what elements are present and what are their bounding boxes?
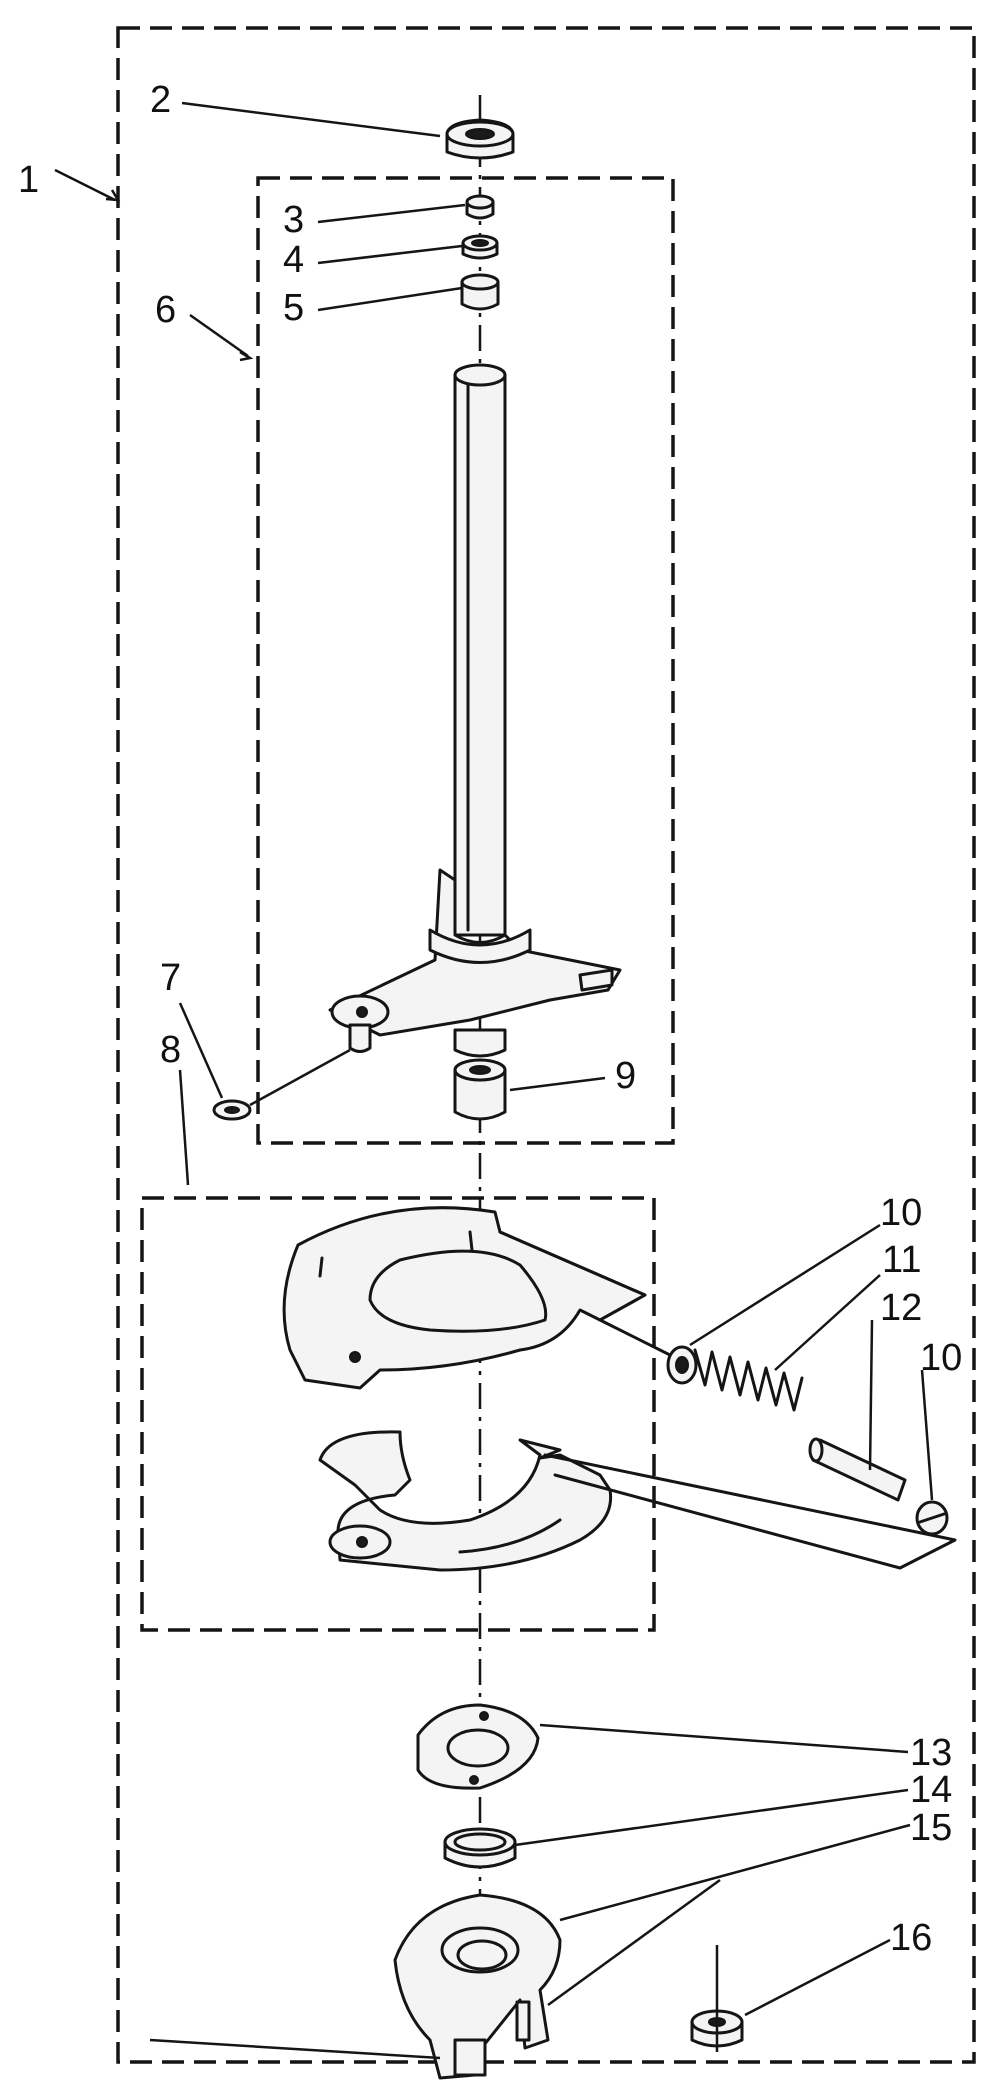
part-12-pin	[808, 1437, 907, 1502]
part-15-hub	[393, 1893, 562, 2080]
part-7-ring	[212, 1048, 351, 1121]
assembly-1-boundary	[116, 26, 976, 2064]
label-11: 11	[882, 1239, 921, 1281]
part-9-bearing	[453, 1058, 507, 1121]
callout-labels: 1 2 3 4 5 6 7 8 9 10 11 12 10 13 14 15 1…	[18, 79, 962, 1959]
subassembly-6-boundary	[256, 176, 675, 1145]
part-5-bushing	[460, 273, 500, 311]
label-13: 13	[910, 1732, 952, 1774]
label-5: 5	[283, 287, 304, 329]
label-4: 4	[283, 239, 304, 281]
label-2: 2	[150, 79, 171, 121]
part-8-brake-shoe-lower	[318, 1430, 957, 1572]
label-14: 14	[910, 1769, 952, 1811]
label-3: 3	[283, 199, 304, 241]
part-3-washer	[465, 194, 495, 220]
part-4-washer	[461, 234, 499, 260]
shoe-spring-leader	[498, 1230, 682, 1362]
part-8-brake-shoe-upper	[282, 1206, 647, 1390]
label-7: 7	[160, 957, 181, 999]
label-16: 16	[890, 1917, 932, 1959]
label-6: 6	[155, 289, 176, 331]
part-2-seal	[445, 118, 515, 160]
label-1: 1	[18, 159, 39, 201]
part-10-washer-right	[915, 1500, 949, 1536]
part-16-nut	[690, 1945, 744, 2052]
label-15: 15	[910, 1807, 952, 1849]
part-10-washer-left	[666, 1345, 698, 1385]
part-13-plate	[416, 1703, 540, 1790]
subassembly-8-boundary	[140, 1196, 656, 1632]
part-6-tube-assembly	[328, 363, 622, 1058]
label-10-upper: 10	[880, 1192, 922, 1234]
label-10-lower: 10	[920, 1337, 962, 1379]
part-11-spring	[693, 1348, 804, 1412]
part-14-ring	[443, 1827, 517, 1869]
label-8: 8	[160, 1029, 181, 1071]
label-12: 12	[880, 1287, 922, 1329]
leader-lines	[54, 101, 934, 2060]
label-9: 9	[615, 1055, 636, 1097]
